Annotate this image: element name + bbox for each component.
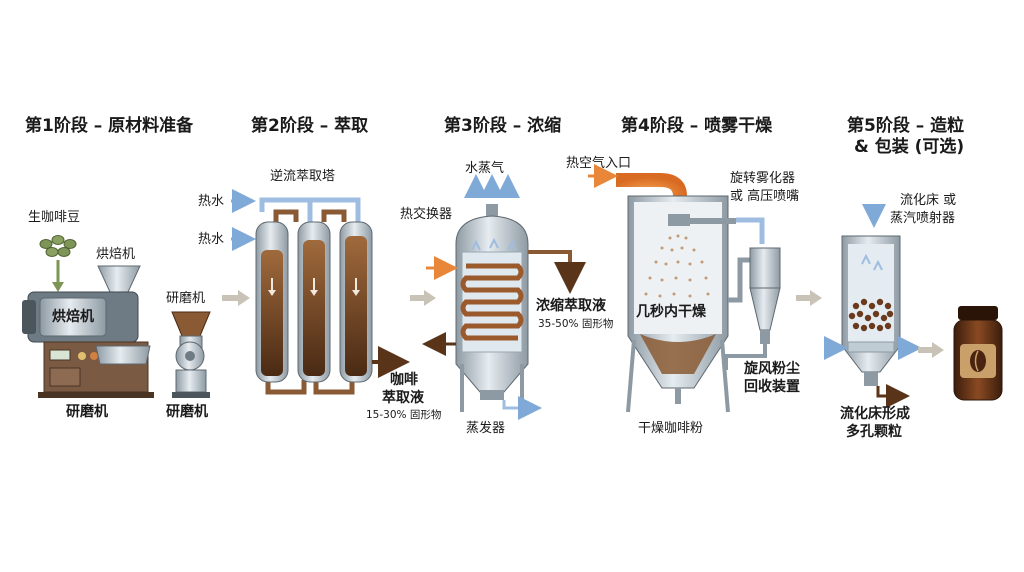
cyclone-label-line2: 回收装置 (744, 378, 800, 395)
stage1-title: 第1阶段 – 原材料准备 (25, 115, 194, 136)
fluid-bed-label-line1: 流化床 或 (900, 193, 956, 208)
concentrate-label-line1: 浓缩萃取液 (536, 297, 607, 314)
atomizer-label-line1: 旋转雾化器 (730, 171, 795, 186)
roaster-label: 烘焙机 (96, 247, 135, 262)
evaporator-vessel (455, 204, 529, 412)
extract-label-line2: 萃取液 (382, 389, 425, 406)
roaster-bottom-label: 研磨机 (66, 403, 108, 420)
stage4-spray-drying: 热空气入口 旋转雾化器 或 高压喷嘴 几秒内干燥 (566, 155, 800, 436)
steam-label: 水蒸气 (465, 160, 504, 176)
fluid-bed-label-line2: 蒸汽喷射器 (890, 210, 955, 226)
extract-label-line1: 咖啡 (390, 371, 418, 388)
grinder-bottom-label: 研磨机 (166, 403, 208, 420)
atomizer-label-line2: 或 高压喷嘴 (730, 188, 799, 204)
evaporator-label: 蒸发器 (466, 420, 505, 436)
extraction-column-1 (255, 221, 289, 383)
exchanger-label: 热交换器 (400, 206, 452, 222)
roaster-body-label: 烘焙机 (52, 308, 94, 325)
hot-water-label-1: 热水 (198, 194, 224, 209)
green-beans-icon (39, 235, 77, 257)
stage2-extraction: 逆流萃取塔 热水 热水 (198, 168, 441, 421)
stage3-concentration: 水蒸气 热交换器 浓缩萃取液 35-50% 固形物 蒸发器 (400, 160, 613, 436)
extract-label-line3: 15-30% 固形物 (366, 408, 441, 421)
stage2-title: 第2阶段 – 萃取 (251, 115, 368, 136)
stage5-title-line2: & 包装 (可选) (854, 136, 964, 157)
dry-powder-label: 干燥咖啡粉 (638, 421, 703, 436)
stage4-title: 第4阶段 – 喷雾干燥 (621, 115, 773, 136)
grinder-machine (171, 311, 211, 398)
roaster-machine: 烘焙机 (22, 265, 154, 398)
green-beans-label: 生咖啡豆 (28, 210, 80, 225)
stage5-agglomeration: 流化床 或 蒸汽喷射器 流化床形成 多孔颗粒 (824, 193, 1003, 440)
tower-label: 逆流萃取塔 (270, 168, 335, 184)
stage5-title-line1: 第5阶段 – 造粒 (847, 115, 964, 136)
stage3-title: 第3阶段 – 浓缩 (444, 115, 561, 136)
coffee-jar-icon (953, 306, 1003, 401)
extraction-column-3 (339, 221, 373, 383)
cyclone-label-line1: 旋风粉尘 (743, 360, 800, 377)
concentrate-label-line2: 35-50% 固形物 (538, 317, 613, 330)
granule-label-line1: 流化床形成 (840, 405, 910, 422)
granule-label-line2: 多孔颗粒 (846, 423, 902, 440)
flow-arrow-1 (222, 290, 250, 306)
hot-water-label-2: 热水 (198, 232, 224, 247)
extraction-column-2 (297, 221, 331, 383)
grinder-label: 研磨机 (166, 291, 205, 306)
flow-arrow-2 (410, 290, 436, 306)
stage1-raw-materials: 生咖啡豆 烘焙机 烘焙机 研磨机 研磨机 (22, 210, 211, 420)
cyclone-separator (724, 247, 781, 370)
spray-dryer-chamber (626, 195, 736, 413)
fluid-bed-agglomerator (841, 235, 901, 386)
hot-air-label: 热空气入口 (566, 155, 631, 171)
flow-arrow-4 (796, 290, 822, 306)
dry-seconds-label: 几秒内干燥 (636, 303, 707, 320)
